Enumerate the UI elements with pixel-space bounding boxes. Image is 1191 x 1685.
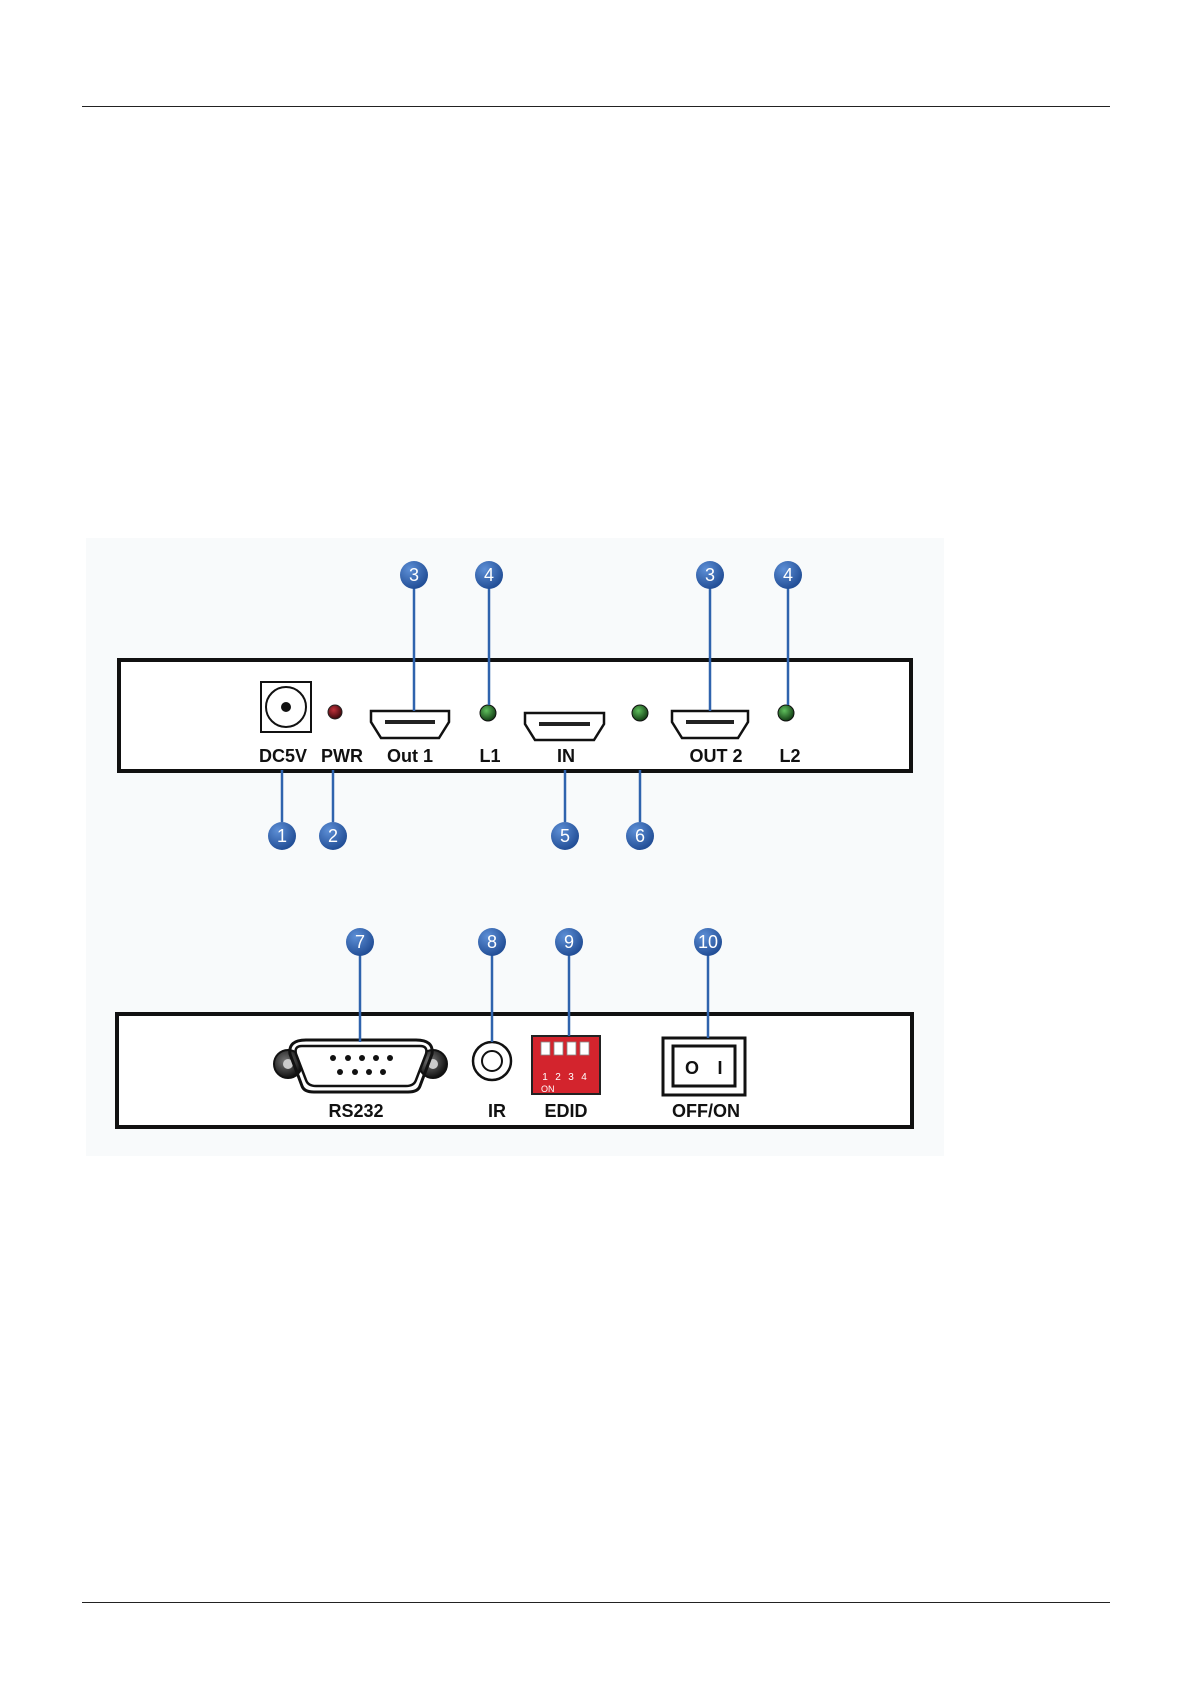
callout-9-edid: 9 — [555, 928, 583, 956]
input-status-led — [632, 705, 648, 721]
callout-number: 3 — [705, 565, 715, 585]
label-edid: EDID — [544, 1101, 587, 1121]
front-panel: DC5V PWR Out 1 L1 IN OUT 2 L2 — [119, 660, 911, 771]
callout-number: 10 — [698, 932, 718, 952]
callout-number: 5 — [560, 826, 570, 846]
callout-number: 8 — [487, 932, 497, 952]
callout-number: 1 — [277, 826, 287, 846]
callout-number: 2 — [328, 826, 338, 846]
callout-8-ir: 8 — [478, 928, 506, 956]
callout-3-out2: 3 — [696, 561, 724, 589]
hdmi-out2-port — [672, 711, 748, 738]
callout-number: 7 — [355, 932, 365, 952]
rocker-off-symbol: O — [685, 1058, 699, 1078]
callout-6-led: 6 — [626, 822, 654, 850]
dip-number-2: 2 — [555, 1072, 561, 1083]
callout-number: 4 — [484, 565, 494, 585]
hdmi-out1-port — [371, 711, 449, 738]
callout-7-rs232: 7 — [346, 928, 374, 956]
l1-led — [480, 705, 496, 721]
callout-number: 6 — [635, 826, 645, 846]
label-dc5v: DC5V — [259, 746, 307, 766]
dip-number-1: 1 — [542, 1072, 548, 1083]
rear-panel-outline — [117, 1014, 912, 1127]
dip-number-4: 4 — [581, 1072, 587, 1083]
callout-number: 3 — [409, 565, 419, 585]
ir-jack — [473, 1042, 511, 1080]
callout-number: 4 — [783, 565, 793, 585]
callout-5-in: 5 — [551, 822, 579, 850]
power-rocker-switch: O I — [663, 1038, 745, 1095]
edid-dip-switch: 1 2 3 4 ON — [532, 1036, 600, 1094]
callout-10-offon: 10 — [694, 928, 722, 956]
label-pwr: PWR — [321, 746, 363, 766]
callout-1-dc5v: 1 — [268, 822, 296, 850]
hdmi-in-port — [525, 713, 604, 740]
callout-4-l2: 4 — [774, 561, 802, 589]
label-l1: L1 — [479, 746, 500, 766]
label-ir: IR — [488, 1101, 506, 1121]
callout-2-pwr: 2 — [319, 822, 347, 850]
label-rs232: RS232 — [328, 1101, 383, 1121]
label-out1: Out 1 — [387, 746, 433, 766]
rocker-on-symbol: I — [717, 1058, 722, 1078]
power-led — [328, 705, 342, 719]
callout-number: 9 — [564, 932, 574, 952]
callout-4-l1: 4 — [475, 561, 503, 589]
rs232-port — [274, 1040, 447, 1092]
label-in: IN — [557, 746, 575, 766]
dip-number-3: 3 — [568, 1072, 574, 1083]
rear-panel: 1 2 3 4 ON O I RS232 IR EDID OFF/ON — [117, 1014, 912, 1127]
dip-on-text: ON — [541, 1084, 555, 1094]
label-offon: OFF/ON — [672, 1101, 740, 1121]
callout-3-out1: 3 — [400, 561, 428, 589]
l2-led — [778, 705, 794, 721]
label-out2: OUT 2 — [689, 746, 742, 766]
dc-power-jack — [261, 682, 311, 732]
label-l2: L2 — [779, 746, 800, 766]
